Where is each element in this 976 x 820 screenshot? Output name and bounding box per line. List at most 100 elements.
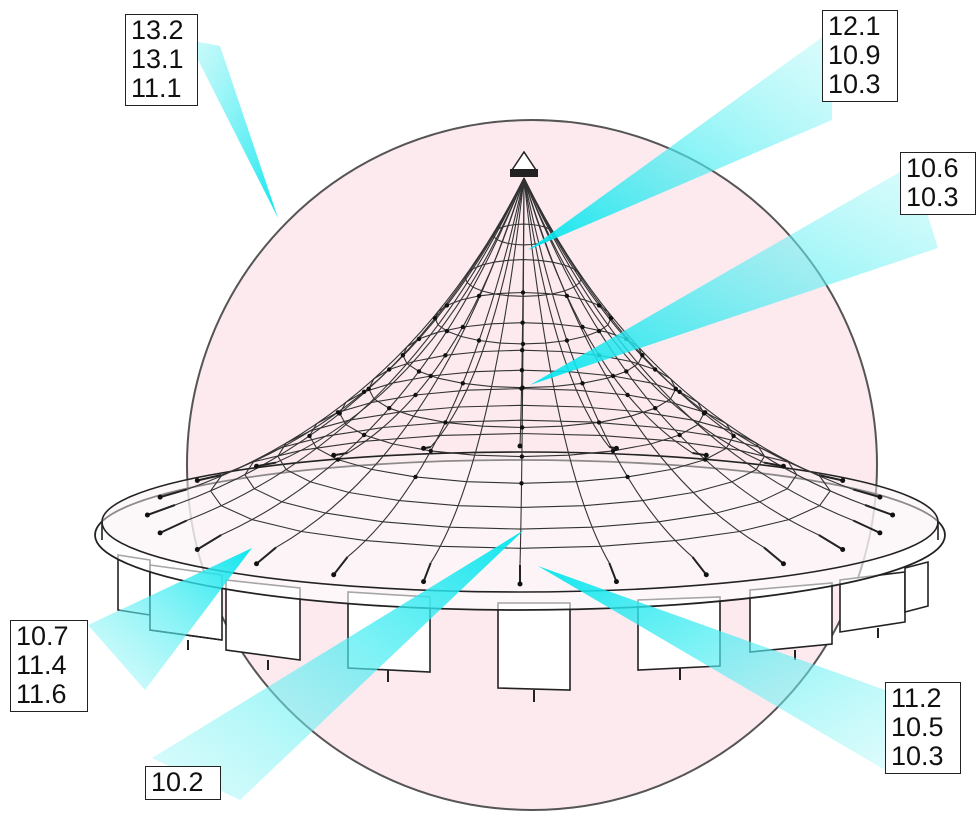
net-radial-rope: [523, 177, 765, 464]
anchor-point: [840, 547, 846, 552]
anchor-rope: [608, 562, 618, 583]
net-knot: [520, 290, 526, 295]
anchor-point: [877, 530, 883, 536]
anchor-point: [517, 443, 523, 449]
net-knot: [673, 386, 678, 391]
net-knot: [413, 392, 418, 398]
label-value: 11.2: [891, 683, 942, 713]
net-knot: [580, 381, 585, 386]
net-knot: [520, 341, 526, 347]
label-top-left: 13.2 13.1 11.1: [125, 14, 198, 106]
platform-rim: [101, 522, 939, 540]
mast-ring: [510, 169, 538, 177]
net-knot: [460, 381, 465, 386]
anchor-point: [421, 579, 427, 585]
anchor-rope: [818, 534, 844, 551]
net-radial-rope: [523, 177, 610, 448]
net-knot: [476, 293, 482, 299]
net-ring-rope: [209, 432, 831, 549]
label-value: 10.5: [891, 712, 944, 742]
label-value: 13.1: [131, 44, 184, 74]
net-radial-rope: [220, 177, 525, 536]
beam-top-right: [528, 30, 832, 250]
net-knot: [625, 474, 630, 480]
anchor-rope: [256, 461, 277, 468]
anchor-rope: [332, 556, 349, 576]
net-radial-rope: [523, 177, 854, 522]
label-bottom-center: 10.2: [145, 766, 221, 800]
net-knot: [432, 316, 438, 321]
label-value: 10.2: [151, 767, 204, 797]
label-value: 10.3: [891, 741, 944, 771]
net-knot: [400, 353, 406, 358]
anchor-point: [780, 463, 786, 469]
beam-bottom-center: [152, 530, 524, 800]
net-knot: [428, 373, 433, 379]
net-knot: [307, 433, 312, 439]
label-value: 10.3: [906, 182, 959, 212]
net-knot: [564, 293, 570, 299]
net-knot: [625, 392, 630, 398]
net-knot: [731, 433, 736, 439]
net-knot: [519, 368, 525, 373]
anchor-point: [517, 581, 523, 587]
net-knot: [677, 432, 682, 438]
anchor-point: [194, 478, 200, 483]
anchor-rope: [763, 546, 785, 565]
net-knot: [677, 389, 682, 394]
anchor-rope: [196, 534, 222, 551]
anchor-point: [890, 512, 896, 518]
anchor-point: [331, 452, 337, 458]
label-value: 13.2: [131, 15, 184, 45]
anchor-point: [144, 512, 150, 518]
anchor-point: [157, 494, 163, 500]
label-top-right: 12.1 10.9 10.3: [822, 10, 898, 102]
anchor-point: [254, 561, 260, 567]
net-radial-rope: [430, 177, 525, 448]
anchor-rope: [197, 474, 222, 482]
anchor-point: [780, 561, 786, 567]
net-knot: [640, 353, 645, 358]
anchor-rope: [864, 504, 893, 516]
net-knot: [335, 457, 341, 462]
net-knot: [428, 448, 433, 454]
anchor-point: [194, 547, 200, 552]
net-knot: [653, 367, 658, 372]
anchor-rope: [255, 546, 277, 565]
net-knot: [443, 353, 448, 358]
anchor-point: [840, 478, 846, 483]
anchor-point: [331, 572, 337, 578]
anchor-point: [613, 445, 619, 451]
net-knot: [596, 328, 602, 334]
label-value: 10.3: [828, 69, 881, 99]
net-knot: [520, 320, 525, 325]
net-knot: [387, 367, 392, 372]
label-value: 10.7: [16, 621, 69, 651]
anchor-rope: [691, 556, 708, 576]
net-knot: [413, 474, 418, 480]
beam-top-left: [188, 40, 278, 218]
label-bottom-left: 10.7 11.4 11.6: [10, 620, 88, 712]
anchor-point: [254, 463, 260, 469]
anchor-point: [703, 572, 709, 578]
net-knot: [387, 406, 392, 411]
net-knot: [610, 373, 616, 379]
anchor-rope: [763, 461, 784, 468]
net-knot: [460, 324, 465, 330]
net-knot: [703, 410, 708, 415]
net-knot: [519, 454, 525, 459]
beam-bottom-right: [538, 566, 885, 770]
net-knot: [596, 420, 602, 425]
net-radial-rope: [347, 177, 525, 454]
net-knot: [608, 316, 614, 321]
anchor-rope: [159, 519, 188, 534]
net-knot: [624, 369, 629, 374]
label-value: 10.6: [906, 153, 959, 183]
label-value: 11.1: [131, 73, 182, 103]
net-radial-rope: [523, 177, 693, 558]
net-knot: [703, 457, 708, 462]
anchor-point: [421, 445, 427, 451]
net-knot: [361, 389, 367, 394]
anchor-rope: [818, 474, 843, 482]
